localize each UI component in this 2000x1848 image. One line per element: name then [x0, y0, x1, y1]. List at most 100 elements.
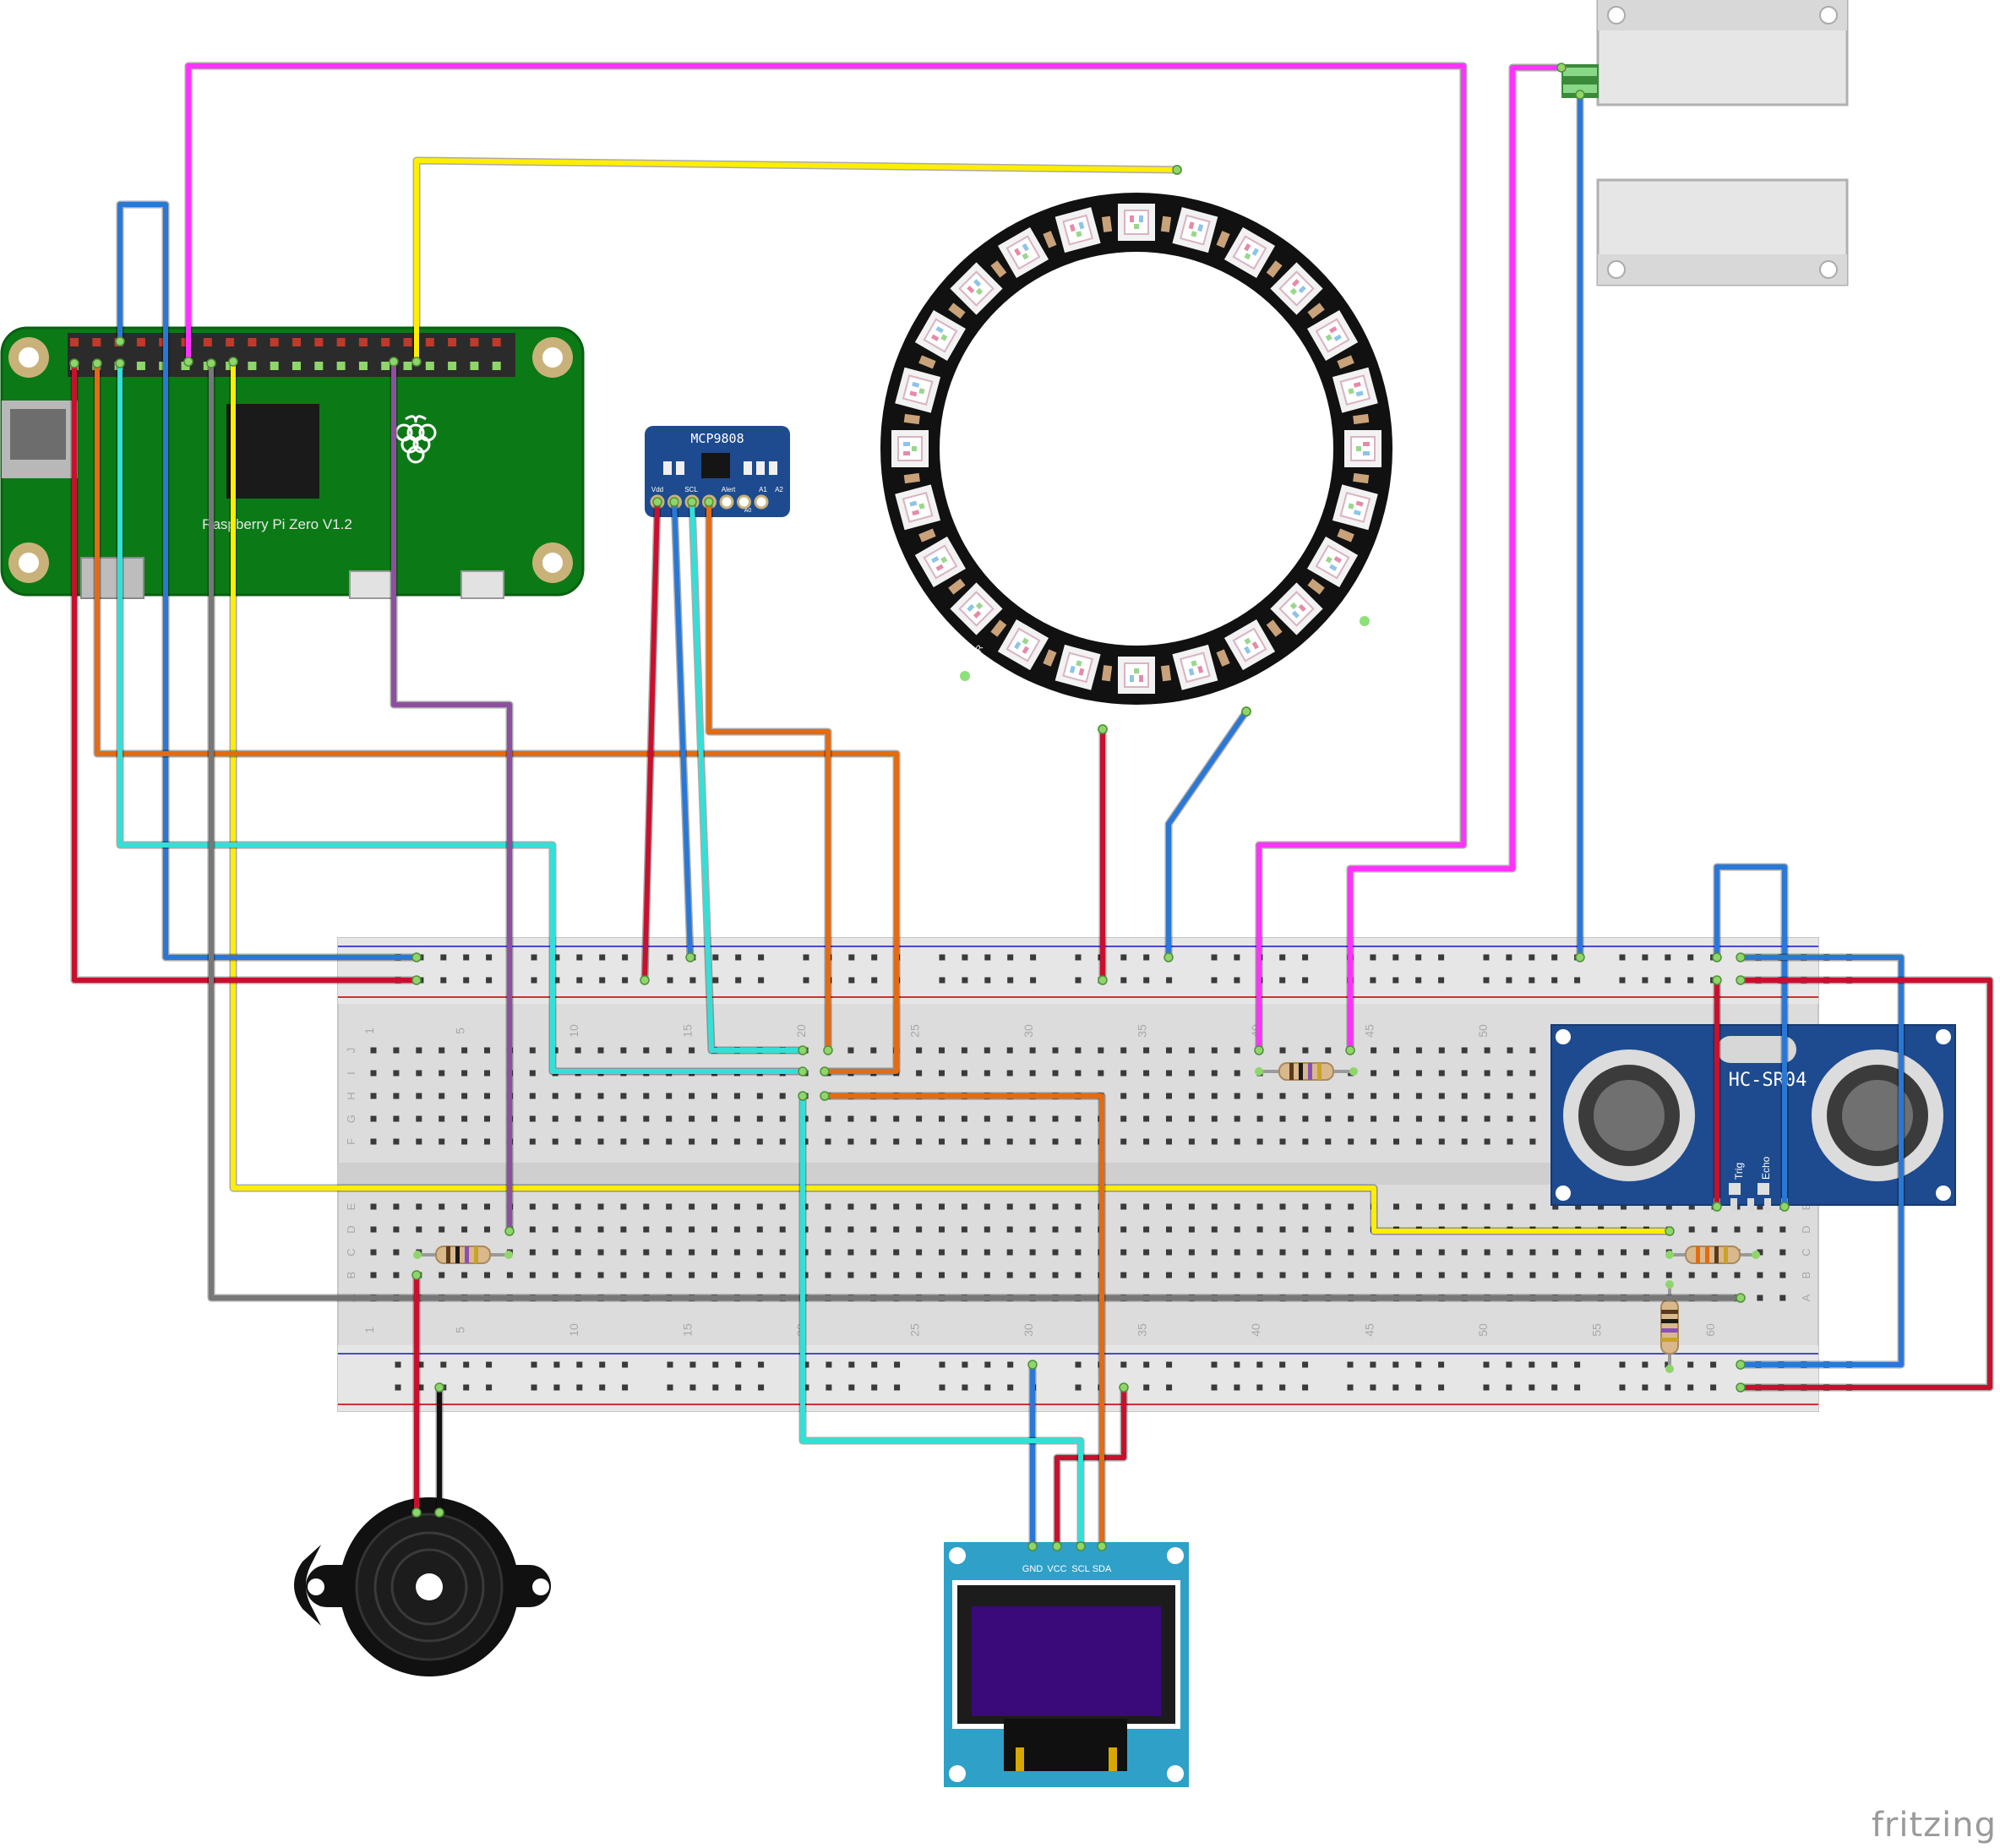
breadboard-hole	[1234, 1047, 1240, 1054]
mcp-pin-a1: A1	[759, 486, 767, 493]
rail-hole	[1302, 977, 1309, 984]
column-number: 55	[1590, 1323, 1604, 1337]
breadboard-hole	[689, 1093, 695, 1099]
rail-hole	[735, 977, 742, 984]
rail-hole	[1438, 977, 1445, 984]
breadboard-hole	[802, 1203, 809, 1210]
breadboard-hole	[916, 1203, 923, 1210]
breadboard-hole	[939, 1203, 945, 1210]
breadboard-hole	[643, 1115, 650, 1122]
breadboard-hole	[1188, 1203, 1195, 1210]
breadboard-hole	[1757, 1295, 1763, 1301]
breadboard-hole	[643, 1203, 650, 1210]
wire-end	[704, 497, 714, 507]
breadboard-hole	[1143, 1115, 1150, 1122]
breadboard-hole	[529, 1070, 536, 1077]
ring-led	[997, 619, 1049, 671]
breadboard-hole	[1166, 1272, 1172, 1278]
breadboard-hole	[1279, 1093, 1286, 1099]
header-pin	[381, 362, 390, 370]
breadboard-hole	[1075, 1138, 1082, 1145]
led-die	[1363, 442, 1370, 446]
breadboard-hole	[529, 1093, 536, 1099]
led-die	[1076, 660, 1082, 667]
header-pin	[381, 338, 390, 346]
rail-hole	[1392, 977, 1399, 984]
breadboard-hole	[1029, 1272, 1036, 1278]
rail-hole	[1279, 1384, 1286, 1391]
breadboard-hole	[1302, 1226, 1309, 1233]
rail-hole	[1642, 977, 1649, 984]
ring-capacitor	[903, 413, 920, 425]
header-pin	[292, 362, 301, 370]
led-die	[1139, 675, 1143, 682]
rail-hole	[894, 1361, 901, 1368]
ring-capacitor	[1043, 231, 1057, 248]
rail-hole	[1234, 977, 1240, 984]
wire-end	[1736, 952, 1746, 962]
breadboard-hole	[461, 1047, 468, 1054]
ring-capacitor	[1353, 472, 1370, 484]
breadboard-hole	[1415, 1138, 1422, 1145]
breadboard-hole	[1279, 1047, 1286, 1054]
led-lens	[897, 436, 923, 461]
breadboard-hole	[484, 1203, 490, 1210]
breadboard-hole	[597, 1047, 604, 1054]
breadboard-hole	[1029, 1047, 1036, 1054]
breadboard-hole	[552, 1093, 559, 1099]
breadboard-hole	[575, 1226, 581, 1233]
breadboard-hole	[1507, 1070, 1513, 1077]
breadboard-hole	[575, 1203, 581, 1210]
breadboard-hole	[370, 1249, 377, 1256]
resistor-end	[1665, 1251, 1674, 1259]
breadboard-hole	[1166, 1093, 1172, 1099]
breadboard-hole	[393, 1093, 400, 1099]
resistor-shell	[1660, 1299, 1679, 1355]
breadboard-hole	[1529, 1070, 1536, 1077]
rail-hole	[1687, 954, 1694, 961]
wire-end	[687, 497, 697, 507]
breadboard-hole	[1120, 1203, 1127, 1210]
breadboard-hole	[393, 1272, 400, 1278]
rail-hole	[531, 1384, 537, 1391]
breadboard-hole	[1120, 1047, 1127, 1054]
breadboard-hole	[1507, 1093, 1513, 1099]
wire-end	[1736, 1382, 1746, 1393]
breadboard-hole	[689, 1047, 695, 1054]
rail-hole	[1619, 1384, 1626, 1391]
breadboard-hole	[1438, 1093, 1445, 1099]
rail-hole	[758, 977, 765, 984]
wire-end	[820, 1066, 830, 1077]
breadboard-hole	[1688, 1203, 1695, 1210]
rail-hole	[1665, 977, 1671, 984]
breadboard-hole	[1438, 1070, 1445, 1077]
breadboard-hole	[393, 1070, 400, 1077]
mcp-pin-scl: SCL	[684, 486, 698, 493]
rail-hole	[803, 1384, 809, 1391]
breadboard-hole	[711, 1138, 717, 1145]
breadboard-hole	[847, 1272, 854, 1278]
breadboard-hole	[1348, 1203, 1354, 1210]
breadboard-hole	[1757, 1203, 1763, 1210]
breadboard-hole	[1621, 1272, 1627, 1278]
breadboard-hole	[416, 1203, 422, 1210]
breadboard-hole	[1006, 1226, 1013, 1233]
rail-hole	[440, 1361, 447, 1368]
ring-capacitor	[918, 528, 936, 542]
resistor-band	[1308, 1063, 1312, 1080]
breadboard-hole	[1029, 1203, 1036, 1210]
breadboard-hole	[666, 1138, 673, 1145]
led-die	[1348, 503, 1354, 510]
rail-hole	[1642, 954, 1649, 961]
header-pin	[425, 362, 434, 370]
wire-end	[1575, 90, 1585, 100]
rail-hole	[712, 954, 719, 961]
led-lens	[958, 591, 995, 627]
breadboard-hole	[984, 1138, 990, 1145]
led-lens	[1179, 651, 1211, 684]
rail-hole	[758, 1361, 765, 1368]
breadboard-hole	[370, 1272, 377, 1278]
breadboard-hole	[416, 1093, 422, 1099]
breadboard-hole	[1734, 1226, 1741, 1233]
breadboard-hole	[416, 1138, 422, 1145]
